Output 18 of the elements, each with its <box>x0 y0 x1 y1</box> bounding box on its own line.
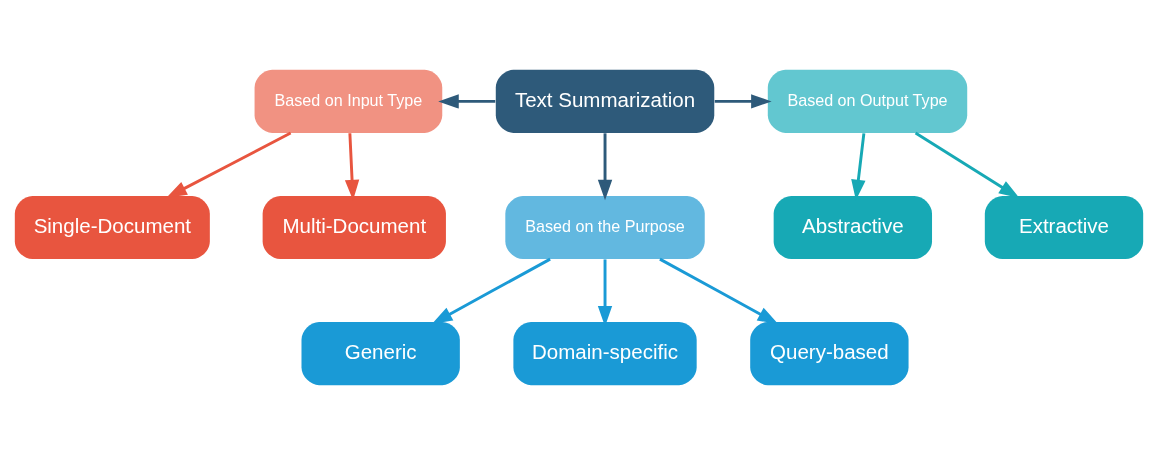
node-box: Generic <box>301 322 460 386</box>
arrow <box>431 257 551 325</box>
arrow <box>166 131 292 198</box>
node-box: Single-Document <box>14 195 210 260</box>
node-box: Abstractive <box>773 195 933 260</box>
node-box: Text Summarization <box>495 69 715 133</box>
node-box: Multi-Document <box>262 195 446 260</box>
node-box: Extractive <box>984 195 1144 260</box>
node-box: Based on the Purpose <box>505 195 705 260</box>
node-box: Domain-specific <box>513 322 697 386</box>
arrow <box>714 94 772 109</box>
arrow <box>659 257 779 325</box>
node-box: Query-based <box>750 322 909 386</box>
node-box: Based on Output Type <box>767 69 968 133</box>
node-box: Based on Input Type <box>254 69 443 133</box>
arrow <box>597 133 613 201</box>
arrow <box>438 94 496 109</box>
arrow <box>914 131 1020 199</box>
